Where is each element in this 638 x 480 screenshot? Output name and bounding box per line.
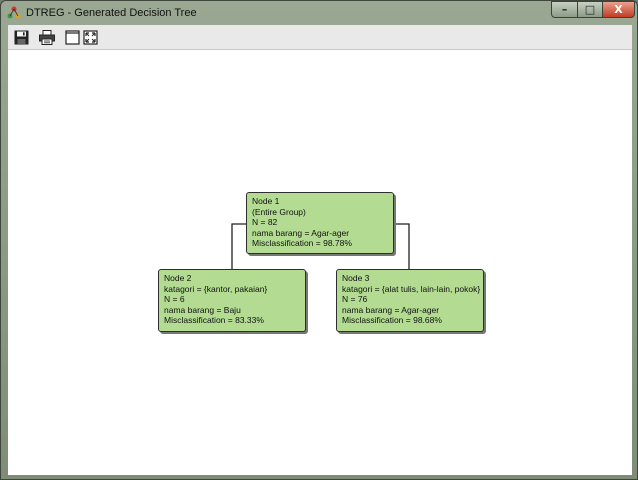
minimize-icon: – bbox=[561, 3, 568, 16]
connector-root-right bbox=[394, 223, 410, 269]
node-count: N = 6 bbox=[164, 294, 185, 305]
minimize-button[interactable]: – bbox=[551, 1, 578, 18]
printer-icon bbox=[39, 29, 55, 45]
window-title: DTREG - Generated Decision Tree bbox=[26, 7, 197, 19]
node-title: Node 1 bbox=[252, 196, 280, 206]
dtreg-app-icon bbox=[7, 6, 21, 19]
tree-node-2[interactable]: Node 2 katagori = {kantor, pakaian} N = … bbox=[158, 269, 306, 332]
title-bar[interactable]: DTREG - Generated Decision Tree – □ X bbox=[1, 1, 637, 25]
node-target: nama barang = Baju bbox=[164, 304, 241, 315]
close-icon: X bbox=[614, 3, 623, 16]
print-button[interactable] bbox=[38, 28, 56, 46]
maximize-icon: □ bbox=[584, 3, 596, 16]
tree-connectors bbox=[231, 223, 410, 269]
close-button[interactable]: X bbox=[602, 1, 635, 18]
node-condition: (Entire Group) bbox=[252, 206, 306, 217]
node-misclassification: Misclassification = 98.78% bbox=[252, 238, 352, 249]
connector-root-left bbox=[231, 223, 246, 269]
normal-view-button[interactable] bbox=[63, 28, 81, 46]
node-target: nama barang = Agar-ager bbox=[342, 304, 440, 315]
tree-node-3[interactable]: Node 3 katagori = {alat tulis, lain-lain… bbox=[336, 269, 484, 332]
tree-canvas: Node 1 (Entire Group) N = 82 nama barang… bbox=[8, 50, 632, 475]
window-icon bbox=[64, 29, 80, 45]
toolbar bbox=[8, 25, 632, 50]
node-misclassification: Misclassification = 98.68% bbox=[342, 315, 442, 326]
node-title: Node 2 bbox=[164, 273, 192, 283]
fit-window-icon bbox=[82, 29, 98, 45]
maximize-button[interactable]: □ bbox=[577, 1, 603, 18]
save-button[interactable] bbox=[12, 28, 30, 46]
node-condition: katagori = {alat tulis, lain-lain, pokok… bbox=[342, 283, 481, 294]
node-target: nama barang = Agar-ager bbox=[252, 227, 350, 238]
node-title: Node 3 bbox=[342, 273, 370, 283]
tree-node-1[interactable]: Node 1 (Entire Group) N = 82 nama barang… bbox=[246, 192, 394, 254]
node-count: N = 76 bbox=[342, 294, 368, 305]
fit-view-button[interactable] bbox=[81, 28, 99, 46]
node-count: N = 82 bbox=[252, 217, 278, 228]
floppy-disk-icon bbox=[14, 30, 28, 44]
node-misclassification: Misclassification = 83.33% bbox=[164, 315, 264, 326]
node-condition: katagori = {kantor, pakaian} bbox=[164, 283, 268, 294]
